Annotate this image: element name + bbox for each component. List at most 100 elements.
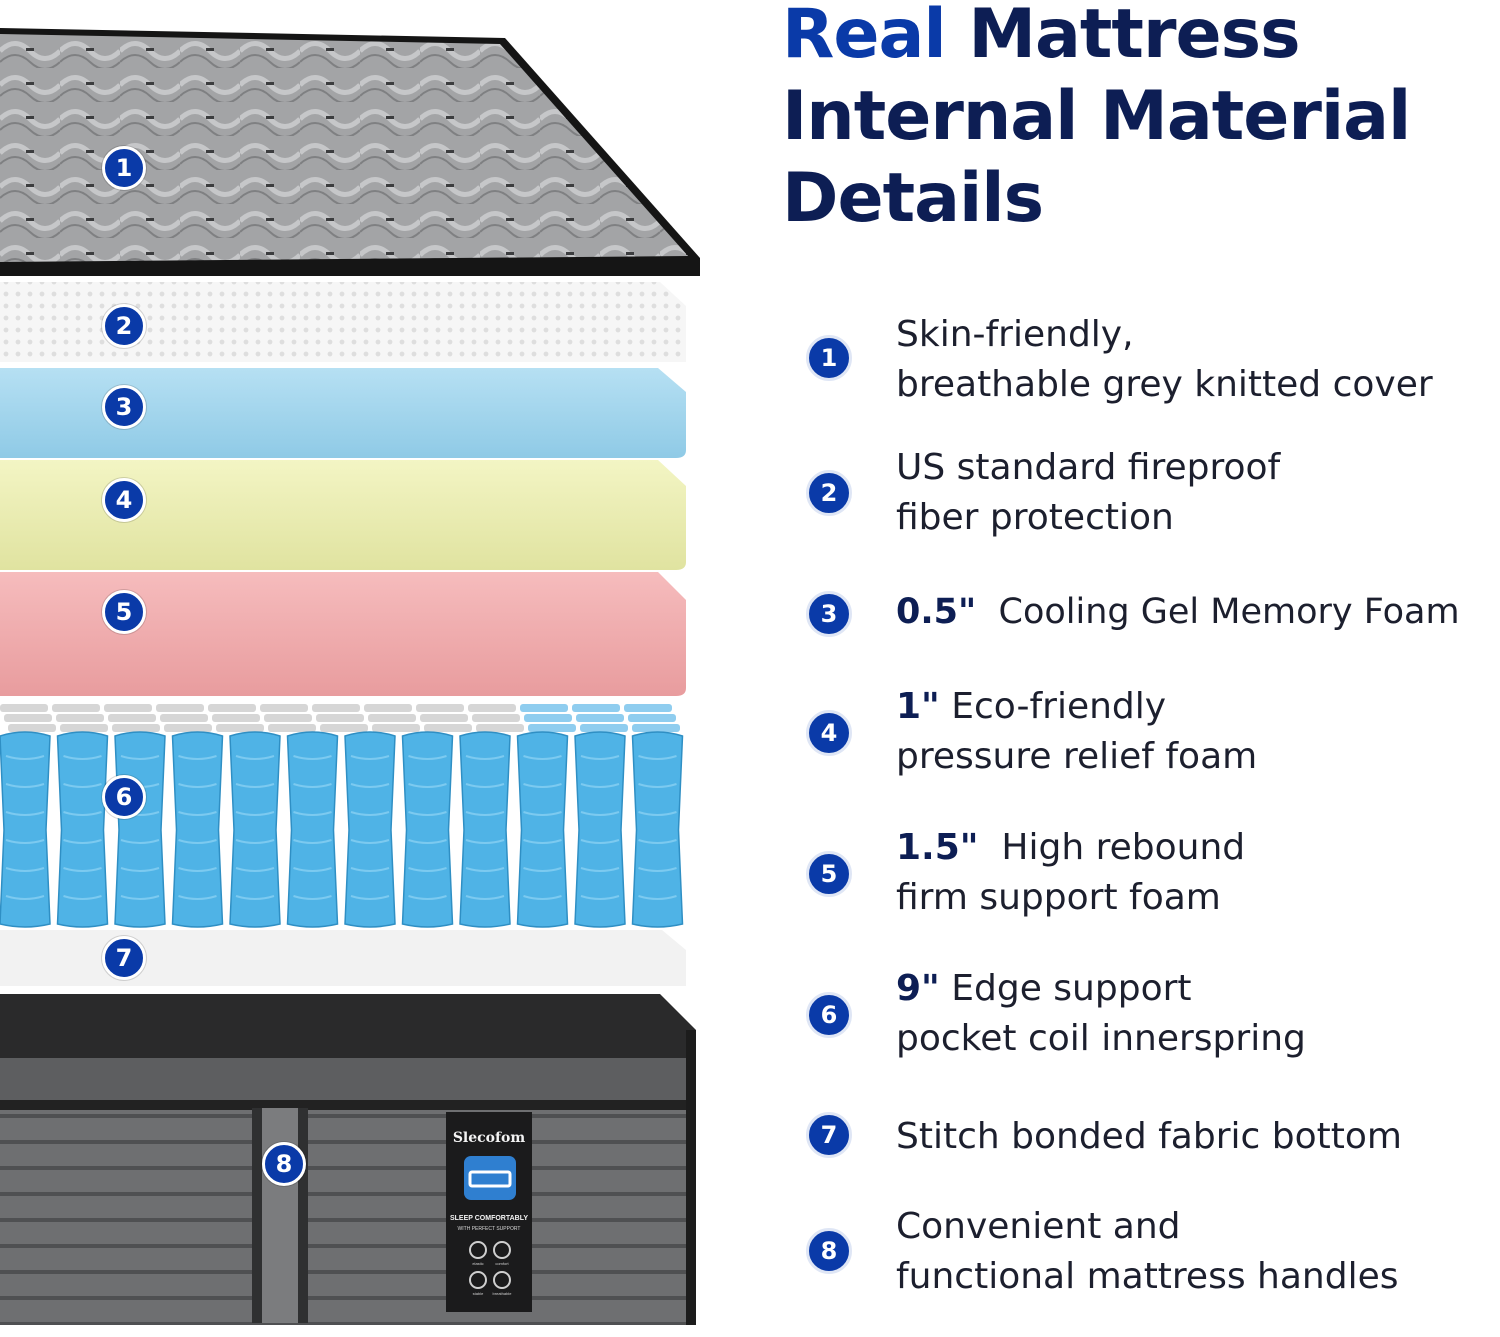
- coil-fold: [350, 867, 390, 872]
- coil-cap: [572, 704, 620, 712]
- coil-cap: [580, 724, 628, 732]
- item-highlight-size: 0.5": [896, 592, 977, 632]
- coil-fold: [235, 755, 275, 760]
- pocket-coil: [631, 731, 684, 928]
- item-highlight-size: 1": [896, 686, 940, 727]
- coil-fold: [638, 755, 677, 760]
- coil-fold: [5, 811, 45, 816]
- coil-fold: [235, 783, 275, 788]
- coil-fold: [235, 895, 275, 900]
- coil-fold: [120, 895, 160, 900]
- coil-fold: [350, 811, 390, 816]
- item-description: US standard fireproof fiber protection: [896, 443, 1500, 543]
- coil-fold: [5, 783, 45, 788]
- layer-marker-3: 3: [102, 385, 146, 429]
- coil-cap: [212, 714, 260, 722]
- mattress-layers-graphic: [0, 28, 700, 1333]
- coil-fold: [120, 839, 160, 844]
- page-title: Real Mattress Internal Material Details: [782, 0, 1494, 240]
- coil-cap: [364, 704, 412, 712]
- coil-fold: [235, 811, 275, 816]
- coil-fold: [293, 839, 332, 844]
- coil-fold: [293, 895, 332, 900]
- item-line1: Convenient and: [896, 1206, 1181, 1247]
- item-line2: functional mattress handles: [896, 1256, 1399, 1297]
- brand-feature-elastic: elastic: [472, 1261, 484, 1266]
- coil-cap: [476, 724, 524, 732]
- coil-fold: [350, 839, 390, 844]
- item-number-badge: 5: [806, 851, 852, 897]
- pocket-coil: [114, 731, 166, 928]
- layer-marker-6: 6: [102, 775, 146, 819]
- item-description: Convenient and functional mattress handl…: [896, 1202, 1500, 1302]
- coil-fold: [523, 867, 562, 872]
- item-description: 9" Edge support pocket coil innerspring: [896, 964, 1500, 1064]
- layer-marker-7: 7: [102, 936, 146, 980]
- coil-fold: [293, 783, 332, 788]
- coil-fold: [235, 839, 275, 844]
- coil-cap: [632, 724, 680, 732]
- pocket-coil: [286, 731, 339, 928]
- coil-fold: [178, 811, 217, 816]
- coil-cap: [112, 724, 160, 732]
- brand-feature-comfort: comfort: [495, 1261, 509, 1266]
- item-line1: Eco-friendly: [939, 686, 1167, 727]
- coil-fold: [178, 755, 217, 760]
- coil-fold: [408, 783, 447, 788]
- coil-cap: [472, 714, 520, 722]
- coil-fold: [408, 867, 447, 872]
- coil-fold: [408, 839, 447, 844]
- coil-fold: [5, 895, 45, 900]
- brand-feature-breathable: breathable: [492, 1291, 512, 1296]
- pocket-coil: [401, 731, 454, 928]
- coil-fold: [350, 783, 390, 788]
- coil-fold: [408, 811, 447, 816]
- item-number-badge: 7: [806, 1112, 852, 1158]
- coil-fold: [120, 755, 160, 760]
- item-line1: Cooling Gel Memory Foam: [976, 592, 1460, 632]
- coil-fold: [465, 783, 505, 788]
- pocket-coil: [459, 731, 511, 928]
- coil-cap: [312, 704, 360, 712]
- coil-fold: [178, 867, 217, 872]
- brand-tagline: SLEEP COMFORTABLY: [449, 1215, 529, 1222]
- item-line2: pocket coil innerspring: [896, 1018, 1306, 1059]
- coil-cap: [576, 714, 624, 722]
- coil-fold: [408, 895, 447, 900]
- coil-cap: [316, 714, 364, 722]
- coil-fold: [523, 839, 562, 844]
- item-line2: breathable grey knitted cover: [896, 364, 1433, 405]
- coil-cap: [420, 714, 468, 722]
- layer-marker-2: 2: [102, 304, 146, 348]
- coil-fold: [465, 839, 505, 844]
- coil-fold: [638, 783, 677, 788]
- coil-cap: [8, 724, 56, 732]
- item-description: 1" Eco-friendly pressure relief foam: [896, 682, 1500, 782]
- coil-fold: [63, 783, 102, 788]
- item-number-badge: 4: [806, 710, 852, 756]
- coil-cap: [372, 724, 420, 732]
- coil-cap: [424, 724, 472, 732]
- coil-fold: [465, 755, 505, 760]
- coil-fold: [63, 867, 102, 872]
- coil-cap: [628, 714, 676, 722]
- item-highlight-size: 9": [896, 968, 940, 1009]
- pocket-coils-graphic: [0, 704, 684, 928]
- coil-cap: [0, 704, 48, 712]
- coil-cap: [56, 714, 104, 722]
- coil-cap: [264, 714, 312, 722]
- item-description: Skin-friendly, breathable grey knitted c…: [896, 310, 1500, 410]
- coil-fold: [580, 783, 620, 788]
- coil-fold: [523, 783, 562, 788]
- item-line1: Stitch bonded fabric bottom: [896, 1116, 1402, 1157]
- pocket-coil: [344, 731, 396, 928]
- coil-cap: [528, 724, 576, 732]
- layer-marker-1: 1: [102, 146, 146, 190]
- coil-fold: [63, 839, 102, 844]
- coil-fold: [235, 867, 275, 872]
- coil-fold: [465, 895, 505, 900]
- item-line1: High rebound: [978, 827, 1246, 868]
- coil-fold: [523, 895, 562, 900]
- coil-fold: [580, 811, 620, 816]
- coil-cap: [104, 704, 152, 712]
